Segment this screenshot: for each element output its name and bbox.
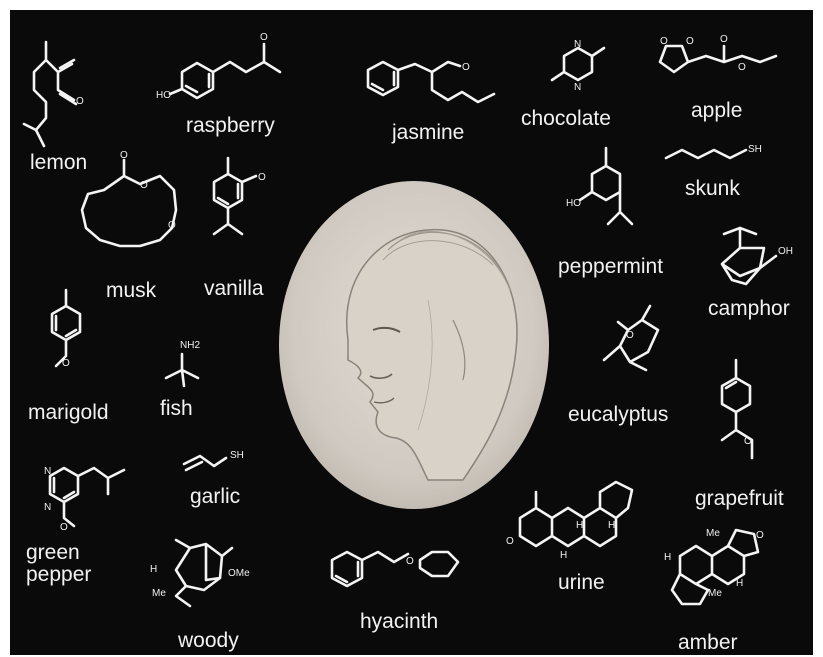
label-urine: urine [558, 571, 605, 594]
eucalyptus-o-atom: O [626, 330, 634, 341]
musk-o-atom-3: O [168, 220, 176, 231]
amber-h-atom-1: H [664, 552, 671, 563]
skunk-sh: SH [748, 144, 762, 155]
label-camphor: camphor [708, 297, 790, 320]
urine-h-atom-3: H [608, 520, 615, 531]
musk-o-atom-2: O [140, 180, 148, 191]
label-fish: fish [160, 397, 193, 420]
label-musk: musk [106, 279, 157, 302]
label-raspberry: raspberry [186, 114, 275, 137]
amber-me-atom-2: Me [708, 588, 722, 599]
amber-o-atom: O [756, 530, 764, 541]
camphor-oh: OH [778, 246, 793, 257]
label-garlic: garlic [190, 485, 241, 508]
chocolate-n-atom-1: N [574, 39, 581, 50]
label-eucalyptus: eucalyptus [568, 403, 669, 426]
amber-h-atom-2: H [736, 578, 743, 589]
hyacinth-o-atom: O [406, 556, 414, 567]
garlic-sh: SH [230, 450, 244, 461]
label-apple: apple [691, 99, 743, 122]
label-jasmine: jasmine [392, 121, 465, 144]
label-woody: woody [178, 629, 239, 652]
face-portrait [279, 181, 549, 509]
woody-ome: OMe [228, 568, 250, 579]
marigold-o-atom: O [62, 358, 70, 369]
peppermint-ho: HO [566, 198, 581, 209]
vanilla-o-atom: O [258, 172, 266, 183]
lemon-o-atom: O [76, 96, 84, 107]
label-peppermint: peppermint [558, 255, 664, 278]
label-marigold: marigold [28, 401, 109, 424]
green-pepper-n-atom-1: N [44, 466, 51, 477]
urine-o-atom: O [506, 536, 514, 547]
label-grapefruit: grapefruit [695, 487, 784, 510]
raspberry-ho: HO [156, 90, 171, 101]
apple-o-atom-2: O [686, 36, 694, 47]
label-pepper-line2: pepper [26, 563, 92, 586]
apple-o-atom-3: O [720, 34, 728, 45]
fish-nh2: NH2 [180, 340, 200, 351]
woody-me: Me [152, 588, 166, 599]
woody-h-atom: H [150, 564, 157, 575]
label-green-line1: green [26, 541, 80, 564]
urine-h-atom-2: H [576, 520, 583, 531]
apple-o-atom-1: O [660, 36, 668, 47]
musk-o-atom-1: O [120, 150, 128, 161]
grapefruit-o-atom: O [744, 436, 752, 447]
label-amber: amber [678, 631, 738, 654]
raspberry-o-atom: O [260, 32, 268, 43]
amber-me-atom-1: Me [706, 528, 720, 539]
label-chocolate: chocolate [521, 107, 611, 130]
label-lemon: lemon [30, 151, 88, 174]
label-skunk: skunk [685, 177, 740, 200]
green-pepper-n-atom-2: N [44, 502, 51, 513]
label-vanilla: vanilla [204, 277, 264, 300]
label-hyacinth: hyacinth [360, 610, 439, 633]
urine-h-atom-1: H [560, 550, 567, 561]
apple-o-atom-4: O [738, 62, 746, 73]
green-pepper-o-atom: O [60, 522, 68, 533]
chocolate-n-atom-2: N [574, 82, 581, 93]
jasmine-o-atom: O [462, 62, 470, 73]
